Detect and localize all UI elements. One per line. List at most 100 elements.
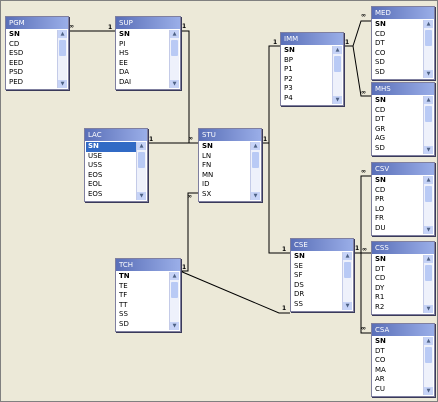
field-item[interactable]: SF xyxy=(294,271,303,280)
field-item[interactable]: BP xyxy=(284,55,294,64)
scroll-thumb[interactable] xyxy=(425,30,432,46)
field-item[interactable]: EED xyxy=(9,58,24,67)
table-title[interactable]: PGM xyxy=(6,17,68,29)
vertical-scrollbar[interactable]: ▲▼ xyxy=(423,176,433,234)
vertical-scrollbar[interactable]: ▲▼ xyxy=(423,96,433,154)
field-item[interactable]: EE xyxy=(119,58,128,67)
field-item[interactable]: CD xyxy=(375,274,386,283)
scroll-up-icon[interactable]: ▲ xyxy=(424,96,433,104)
field-item[interactable]: DS xyxy=(294,280,304,289)
table-title[interactable]: CSS xyxy=(372,242,434,254)
field-item[interactable]: CO xyxy=(375,48,386,57)
field-item[interactable]: AG xyxy=(375,134,386,143)
primary-key-field[interactable]: SN xyxy=(9,30,20,38)
field-item[interactable]: MN xyxy=(202,170,214,179)
vertical-scrollbar[interactable]: ▲▼ xyxy=(250,142,260,200)
table-title[interactable]: LAC xyxy=(85,129,147,141)
field-item[interactable]: LO xyxy=(375,204,385,213)
scroll-down-icon[interactable]: ▼ xyxy=(343,302,352,310)
table-title[interactable]: CSV xyxy=(372,163,434,175)
field-item[interactable]: DR xyxy=(294,290,305,299)
primary-key-field[interactable]: SN xyxy=(86,142,136,152)
field-item[interactable]: USS xyxy=(88,161,103,170)
scroll-down-icon[interactable]: ▼ xyxy=(170,80,179,88)
primary-key-field[interactable]: SN xyxy=(375,96,386,104)
scroll-thumb[interactable] xyxy=(344,262,351,278)
field-item[interactable]: CU xyxy=(375,384,386,393)
scroll-thumb[interactable] xyxy=(138,152,145,168)
rel-cse-csv[interactable] xyxy=(353,175,371,254)
table-title[interactable]: MED xyxy=(372,7,434,19)
primary-key-field[interactable]: SN xyxy=(375,20,386,28)
scroll-thumb[interactable] xyxy=(425,347,432,363)
table-title[interactable]: CSE xyxy=(291,239,353,251)
rel-imm-mhs[interactable] xyxy=(343,45,371,97)
scroll-thumb[interactable] xyxy=(425,186,432,202)
field-item[interactable]: EOS xyxy=(88,189,103,198)
table-title[interactable]: CSA xyxy=(372,324,434,336)
field-item[interactable]: EOL xyxy=(88,180,102,189)
vertical-scrollbar[interactable]: ▲▼ xyxy=(423,20,433,78)
field-item[interactable]: ID xyxy=(202,180,210,189)
scroll-down-icon[interactable]: ▼ xyxy=(137,192,146,200)
vertical-scrollbar[interactable]: ▲▼ xyxy=(57,30,67,88)
scroll-up-icon[interactable]: ▲ xyxy=(343,252,352,260)
scroll-down-icon[interactable]: ▼ xyxy=(251,192,260,200)
rel-stu-imm[interactable] xyxy=(261,45,280,144)
field-item[interactable]: PR xyxy=(375,195,385,204)
field-item[interactable]: FN xyxy=(202,161,212,170)
scroll-down-icon[interactable]: ▼ xyxy=(58,80,67,88)
field-item[interactable]: DT xyxy=(375,115,385,124)
primary-key-field[interactable]: SN xyxy=(375,337,386,345)
scroll-thumb[interactable] xyxy=(171,282,178,298)
scroll-down-icon[interactable]: ▼ xyxy=(424,146,433,154)
field-item[interactable]: SD xyxy=(375,58,385,67)
scroll-down-icon[interactable]: ▼ xyxy=(424,226,433,234)
field-item[interactable]: PI xyxy=(119,39,126,48)
primary-key-field[interactable]: SN xyxy=(375,176,386,184)
scroll-thumb[interactable] xyxy=(252,152,259,168)
table-title[interactable]: TCH xyxy=(116,259,180,271)
field-item[interactable]: CD xyxy=(375,185,386,194)
field-item[interactable]: SE xyxy=(294,261,303,270)
vertical-scrollbar[interactable]: ▲▼ xyxy=(423,255,433,313)
table-title[interactable]: MHS xyxy=(372,83,434,95)
scroll-up-icon[interactable]: ▲ xyxy=(424,337,433,345)
vertical-scrollbar[interactable]: ▲▼ xyxy=(136,142,146,200)
field-item[interactable]: CD xyxy=(375,29,386,38)
vertical-scrollbar[interactable]: ▲▼ xyxy=(332,46,342,104)
scroll-thumb[interactable] xyxy=(334,56,341,72)
scroll-down-icon[interactable]: ▼ xyxy=(333,96,342,104)
field-item[interactable]: DT xyxy=(375,39,385,48)
field-item[interactable]: AR xyxy=(375,375,385,384)
field-item[interactable]: DAI xyxy=(119,77,132,86)
field-item[interactable]: DT xyxy=(375,346,385,355)
field-item[interactable]: CO xyxy=(375,356,386,365)
field-item[interactable]: SD xyxy=(375,67,385,76)
field-item[interactable]: SS xyxy=(119,310,128,319)
field-item[interactable]: TF xyxy=(119,291,128,300)
field-item[interactable]: SD xyxy=(119,319,129,328)
scroll-down-icon[interactable]: ▼ xyxy=(424,70,433,78)
field-item[interactable]: R2 xyxy=(375,302,385,311)
field-item[interactable]: P4 xyxy=(284,93,293,102)
field-item[interactable]: P1 xyxy=(284,65,293,74)
scroll-down-icon[interactable]: ▼ xyxy=(424,305,433,313)
field-item[interactable]: PED xyxy=(9,77,24,86)
field-item[interactable]: R1 xyxy=(375,293,385,302)
scroll-thumb[interactable] xyxy=(171,40,178,56)
